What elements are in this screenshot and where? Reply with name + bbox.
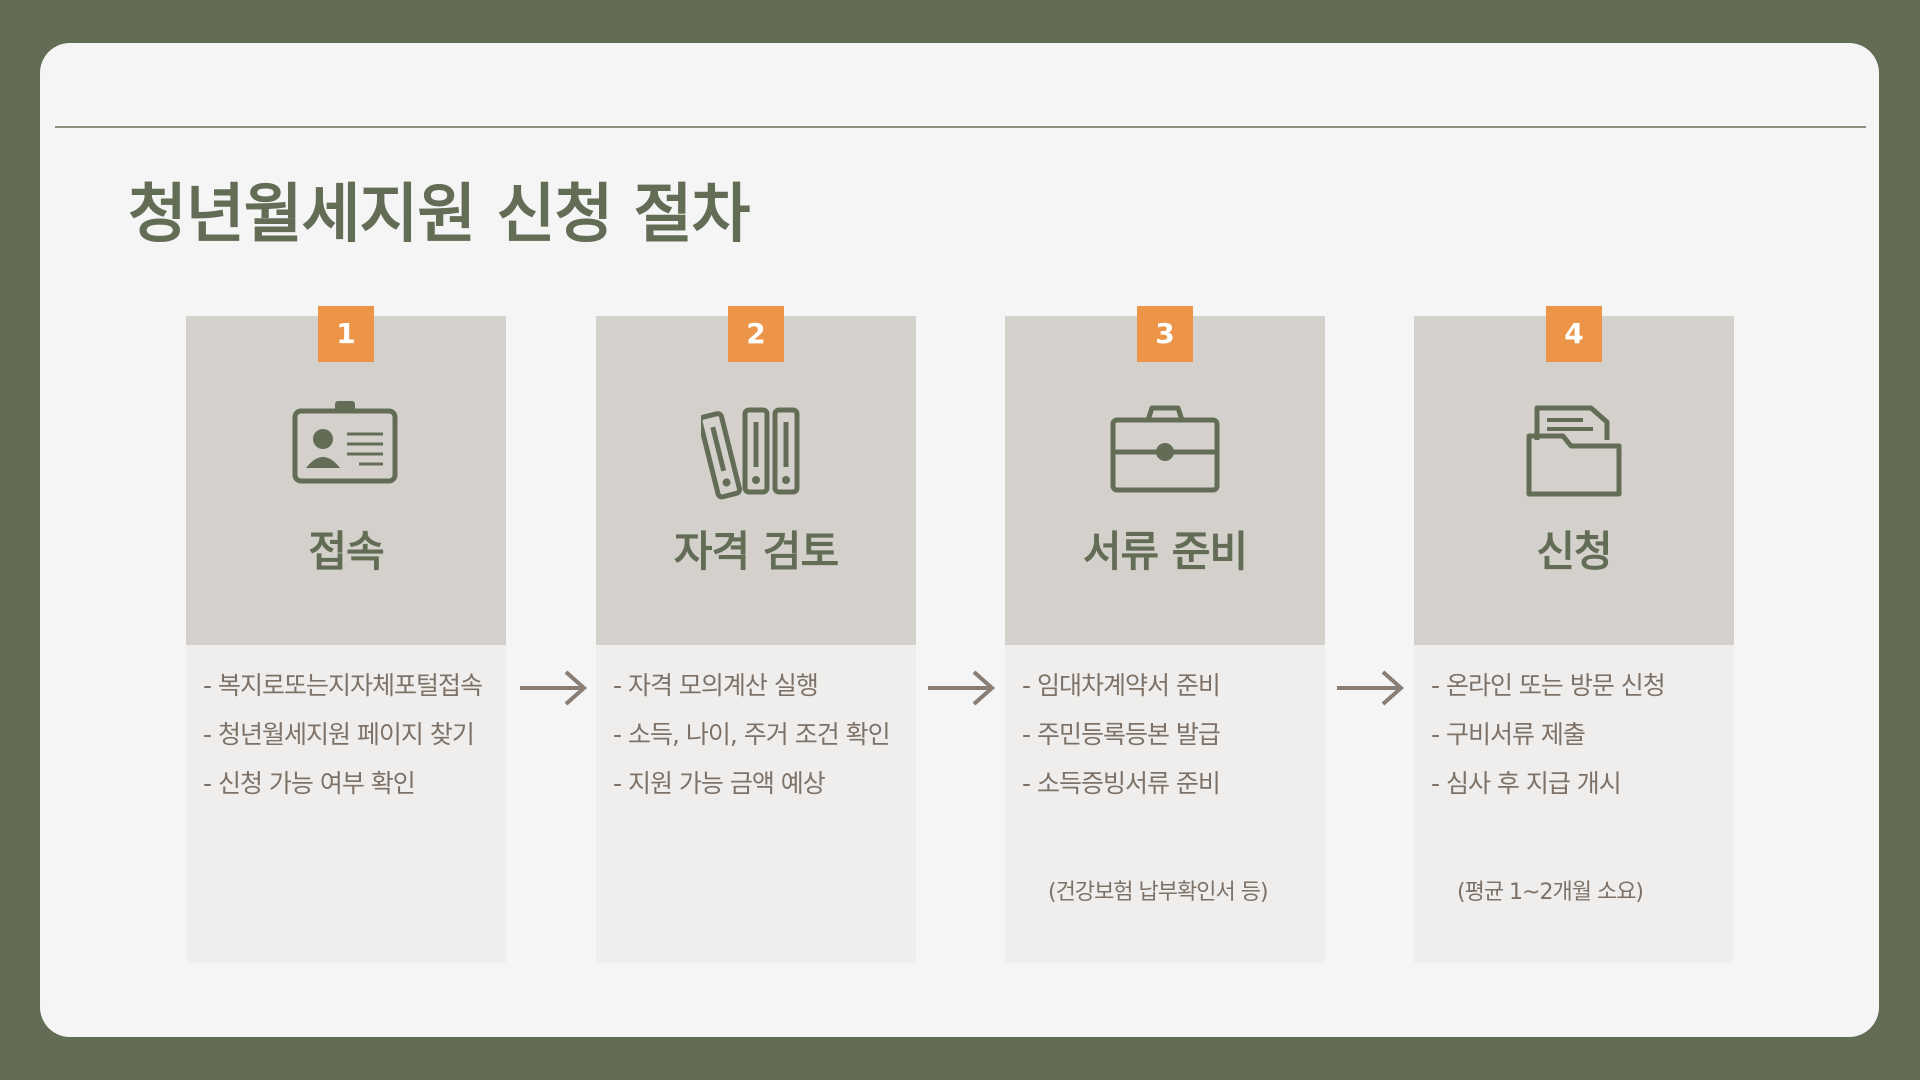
arrow-right-icon: [1337, 670, 1405, 706]
step-card-1: 1 접속 - 복지로또는지자체포털접속 - 청년월세지원 페이지 찾기 - 신청…: [186, 306, 506, 963]
step-card-header: 3 서류 준비: [1005, 306, 1325, 645]
step-card-3: 3 서류 준비 - 임대차계약서 준비 - 주민등록등본 발급 - 소득증빙서류…: [1005, 306, 1325, 963]
step-card-body: [186, 645, 506, 963]
step-heading: 자격 검토: [673, 527, 839, 576]
step-heading: 서류 준비: [1082, 527, 1248, 576]
step-card-header: 4 신청: [1414, 306, 1734, 645]
step-number-badge: 1: [318, 306, 374, 362]
step-number-badge: 4: [1546, 306, 1602, 362]
step-heading: 신청: [1536, 527, 1612, 576]
step-number-badge: 2: [728, 306, 784, 362]
step-item: - 소득증빙서류 준비: [1022, 769, 1221, 798]
step-note: (건강보험 납부확인서 등): [1048, 880, 1269, 905]
step-card-2: 2 자격 검토 - 자격 모의계산 실행 - 소득, 나이, 주거 조건 확인 …: [596, 306, 916, 963]
step-number-badge: 3: [1137, 306, 1193, 362]
step-item: - 구비서류 제출: [1431, 720, 1586, 749]
step-item: - 주민등록등본 발급: [1022, 720, 1221, 749]
step-card-body: [596, 645, 916, 963]
step-item-list: - 복지로또는지자체포털접속 - 청년월세지원 페이지 찾기 - 신청 가능 여…: [203, 668, 483, 815]
step-item: - 소득, 나이, 주거 조건 확인: [613, 720, 891, 749]
briefcase-icon: [1110, 405, 1220, 493]
page-title: 청년월세지원 신청 절차: [128, 178, 750, 252]
step-card-body: [1414, 645, 1734, 963]
step-card-body: [1005, 645, 1325, 963]
slide: 청년월세지원 신청 절차 1 접속 - 복지로또는지자체포털접속 - 청년월세지…: [40, 43, 1879, 1037]
step-item-list: - 온라인 또는 방문 신청 - 구비서류 제출 - 심사 후 지급 개시: [1431, 668, 1666, 815]
step-item: - 임대차계약서 준비: [1022, 671, 1221, 700]
binders-icon: [701, 407, 800, 500]
step-note: (평균 1~2개월 소요): [1457, 880, 1644, 905]
step-item: - 심사 후 지급 개시: [1431, 769, 1622, 798]
step-item-list: - 임대차계약서 준비 - 주민등록등본 발급 - 소득증빙서류 준비: [1022, 668, 1221, 815]
header-rule: [55, 126, 1866, 128]
arrow-right-icon: [928, 670, 996, 706]
folder-icon: [1526, 405, 1622, 497]
step-card-header: 1 접속: [186, 306, 506, 645]
step-card-header: 2 자격 검토: [596, 306, 916, 645]
step-item: - 지원 가능 금액 예상: [613, 769, 826, 798]
step-item: - 청년월세지원 페이지 찾기: [203, 720, 475, 749]
step-card-4: 4 신청 - 온라인 또는 방문 신청 - 구비서류 제출 - 심사 후 지급 …: [1414, 306, 1734, 963]
step-item: - 온라인 또는 방문 신청: [1431, 671, 1666, 700]
id-card-icon: [292, 401, 398, 484]
step-heading: 접속: [308, 527, 384, 576]
step-item: - 자격 모의계산 실행: [613, 671, 819, 700]
step-item: - 복지로또는지자체포털접속: [203, 671, 483, 700]
step-item-list: - 자격 모의계산 실행 - 소득, 나이, 주거 조건 확인 - 지원 가능 …: [613, 668, 891, 815]
step-item: - 신청 가능 여부 확인: [203, 769, 416, 798]
arrow-right-icon: [520, 670, 588, 706]
